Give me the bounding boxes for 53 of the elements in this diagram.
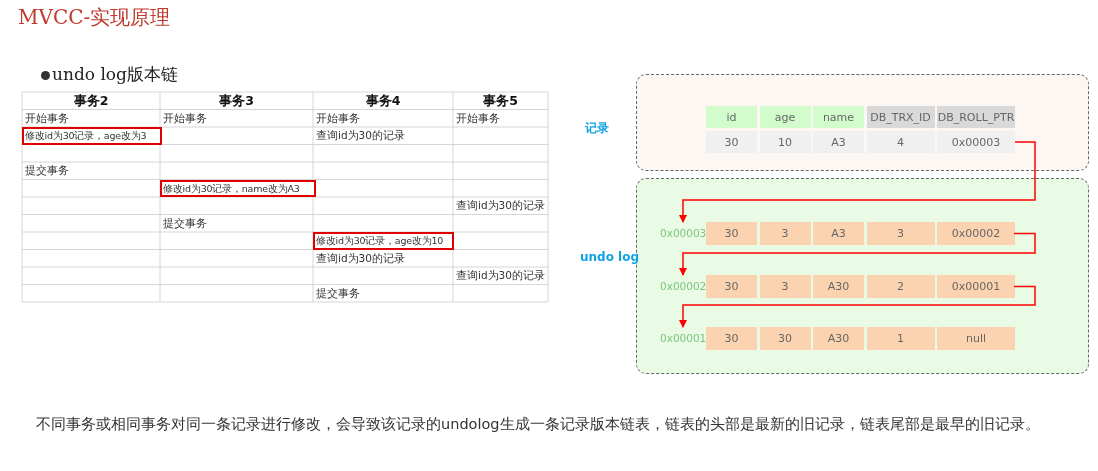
table-cell: id	[706, 106, 757, 128]
table-cell: 3	[759, 222, 811, 245]
table-text: 开始事务	[162, 110, 207, 126]
table-cell: 30	[706, 131, 757, 153]
highlighted-step: 修改id为30记录，age改为10	[313, 232, 454, 250]
table-cell: 30	[706, 275, 757, 298]
table-cell: A30	[813, 327, 864, 350]
table-text: 查询id为30的记录	[315, 250, 405, 266]
section-heading: undo log版本链	[52, 63, 178, 86]
column-header: 事务2	[72, 92, 110, 110]
table-text: 查询id为30的记录	[315, 128, 405, 143]
address-text: 0x00001	[660, 331, 707, 346]
table-cell: age	[759, 106, 811, 128]
table-text: 开始事务	[24, 110, 69, 126]
arrow	[679, 232, 1036, 276]
section-label: undo log	[580, 250, 640, 264]
arrow	[679, 141, 1036, 223]
table-cell: A3	[813, 131, 864, 153]
column-header: 事务5	[482, 92, 519, 110]
table-text: 开始事务	[455, 110, 500, 126]
table-text: 查询id为30的记录	[455, 198, 545, 213]
page-title: MVCC-实现原理	[18, 4, 171, 31]
address-text: 0x00002	[660, 279, 707, 294]
highlighted-step: 修改id为30记录，age改为3	[22, 127, 162, 145]
table-cell: null	[937, 327, 1015, 350]
table-text: 提交事务	[162, 215, 207, 231]
table-cell: DB_TRX_ID	[866, 106, 935, 128]
table-cell: A30	[813, 275, 864, 298]
table-cell: 4	[866, 131, 935, 153]
table-cell: 0x00001	[937, 275, 1015, 298]
table-cell: 30	[706, 222, 757, 245]
arrow	[679, 285, 1036, 328]
caption-text: 不同事务或相同事务对同一条记录进行修改，会导致该记录的undolog生成一条记录版本链表，链表的头部是最新的旧记录，链表尾部是最早的旧记录。	[36, 415, 1041, 434]
table-cell: 1	[866, 327, 935, 350]
table-cell: 30	[759, 327, 811, 350]
table-text: 提交事务	[24, 163, 69, 178]
table-cell: A3	[813, 222, 864, 245]
table-cell: 10	[759, 131, 811, 153]
table-cell: 3	[759, 275, 811, 298]
column-header: 事务4	[364, 92, 402, 110]
section-label: 记录	[585, 120, 609, 137]
address-text: 0x00003	[660, 226, 707, 241]
table-text: 开始事务	[315, 110, 360, 126]
table-cell: 30	[706, 327, 757, 350]
table-cell: 0x00002	[937, 222, 1015, 245]
table-cell: 2	[866, 275, 935, 298]
table-cell: name	[813, 106, 864, 128]
table-text: 提交事务	[315, 285, 360, 301]
table-cell: 0x00003	[937, 131, 1015, 153]
column-header: 事务3	[218, 92, 255, 110]
table-text: 查询id为30的记录	[455, 268, 545, 283]
table-cell: 3	[866, 222, 935, 245]
table-cell: DB_ROLL_PTR	[937, 106, 1015, 128]
